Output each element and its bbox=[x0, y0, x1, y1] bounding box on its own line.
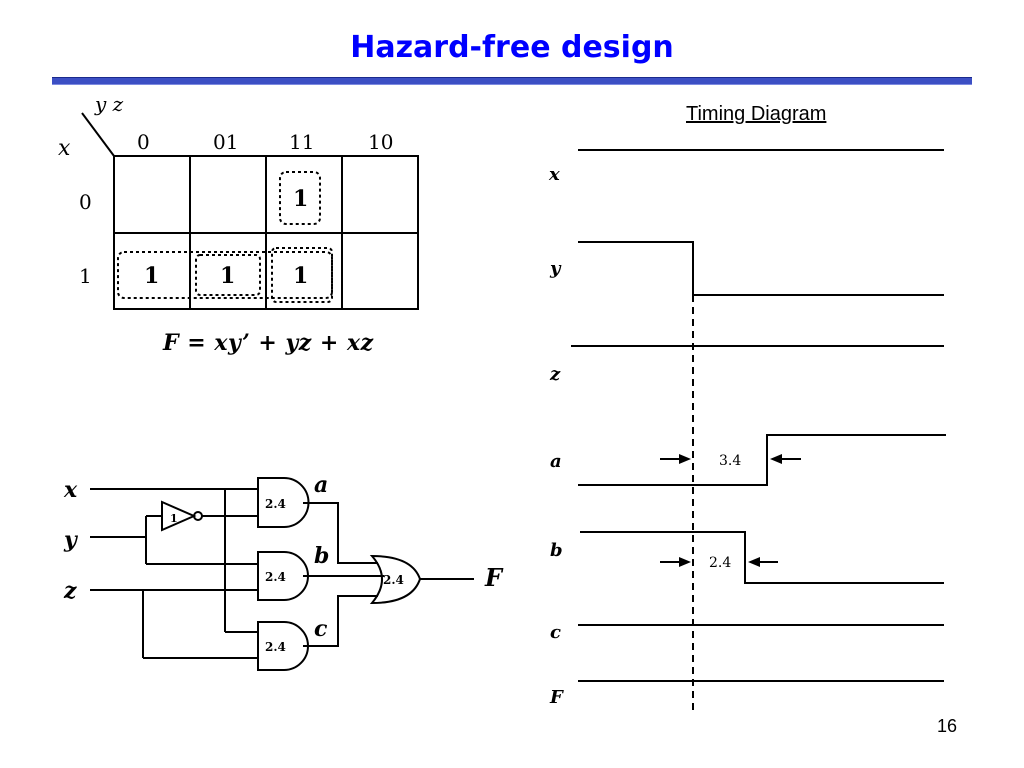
kmap-cell: 1 bbox=[220, 263, 235, 289]
kmap-row-header: 1 bbox=[79, 264, 92, 288]
kmap-corner-diagonal bbox=[81, 112, 115, 157]
arrowhead bbox=[679, 454, 691, 464]
kmap-row-var-label: x bbox=[58, 136, 71, 161]
and-gate-c bbox=[257, 621, 309, 671]
arrowhead bbox=[679, 557, 691, 567]
signal-label-b: b bbox=[550, 540, 563, 561]
kmap-group-xy-prime-b bbox=[271, 247, 333, 303]
page-title-text: Hazard-free design bbox=[350, 30, 674, 65]
kmap-group-xz bbox=[117, 251, 333, 299]
kmap-col-header: 0 bbox=[137, 130, 150, 154]
gate-output-label-c: c bbox=[314, 616, 328, 642]
inverter-gate bbox=[161, 500, 197, 532]
waveform-a bbox=[578, 434, 946, 486]
gate-output-label-b: b bbox=[314, 543, 329, 569]
kmap-cell: 1 bbox=[293, 186, 308, 212]
or-gate-delay: 2.4 bbox=[383, 573, 404, 587]
signal-label-z: z bbox=[549, 364, 561, 385]
gate-b-delay: 2.4 bbox=[265, 570, 286, 584]
circuit-labels: x y z a b c F bbox=[63, 472, 504, 642]
signal-label-a: a bbox=[550, 451, 562, 472]
wire-c bbox=[303, 595, 378, 647]
gate-a-delay: 2.4 bbox=[265, 497, 286, 511]
delay-label-b: 2.4 bbox=[709, 555, 731, 571]
kmap-cell: 1 bbox=[293, 263, 308, 289]
kmap-group-xy-prime bbox=[195, 254, 261, 296]
page-number: 16 bbox=[937, 716, 958, 736]
kmap-col-header: 01 bbox=[213, 130, 238, 154]
signal-label-y: y bbox=[549, 258, 562, 279]
gate-c-delay: 2.4 bbox=[265, 640, 286, 654]
waveform-y bbox=[578, 241, 944, 296]
kmap-col-var-label: y z bbox=[94, 92, 124, 116]
gate-delay-labels: 1 2.4 2.4 2.4 2.4 bbox=[170, 497, 404, 654]
kmap-group-yz bbox=[279, 171, 321, 225]
inverter-delay: 1 bbox=[170, 512, 178, 525]
kmap-equation: F = xy’ + yz + xz bbox=[163, 330, 374, 356]
signal-label-f: F bbox=[549, 687, 564, 708]
wire-a bbox=[303, 502, 378, 564]
timing-delay-labels: 3.4 2.4 bbox=[709, 453, 741, 571]
waveform-b bbox=[580, 531, 944, 584]
logic-circuit bbox=[90, 477, 474, 671]
kmap-row-header: 0 bbox=[79, 190, 92, 214]
timing-signal-labels: x y z a b c F bbox=[548, 164, 564, 708]
page-title: Hazard-free design bbox=[0, 30, 1024, 65]
kmap-cell: 1 bbox=[144, 263, 159, 289]
input-label-x: x bbox=[63, 477, 78, 503]
arrowhead bbox=[770, 454, 782, 464]
timing-arrowheads bbox=[679, 454, 782, 567]
kmap-col-header: 10 bbox=[368, 130, 393, 154]
karnaugh-map bbox=[81, 112, 419, 310]
kmap-labels: y z x 0 01 11 10 0 1 1 1 1 1 bbox=[58, 92, 393, 289]
and-gate-b bbox=[257, 551, 309, 601]
kmap-col-header: 11 bbox=[289, 130, 314, 154]
timing-diagram-title: Timing Diagram bbox=[686, 103, 827, 125]
timing-waveforms bbox=[571, 149, 946, 712]
circuit-output-label: F bbox=[484, 563, 504, 592]
and-gate-a bbox=[257, 477, 310, 528]
or-gate bbox=[369, 554, 422, 605]
input-label-z: z bbox=[63, 578, 77, 604]
delay-label-a: 3.4 bbox=[719, 453, 741, 469]
title-rule bbox=[52, 77, 972, 85]
signal-label-x: x bbox=[548, 164, 560, 185]
input-label-y: y bbox=[63, 527, 79, 553]
signal-label-c: c bbox=[550, 622, 561, 643]
gate-output-label-a: a bbox=[314, 472, 328, 498]
arrowhead bbox=[748, 557, 760, 567]
